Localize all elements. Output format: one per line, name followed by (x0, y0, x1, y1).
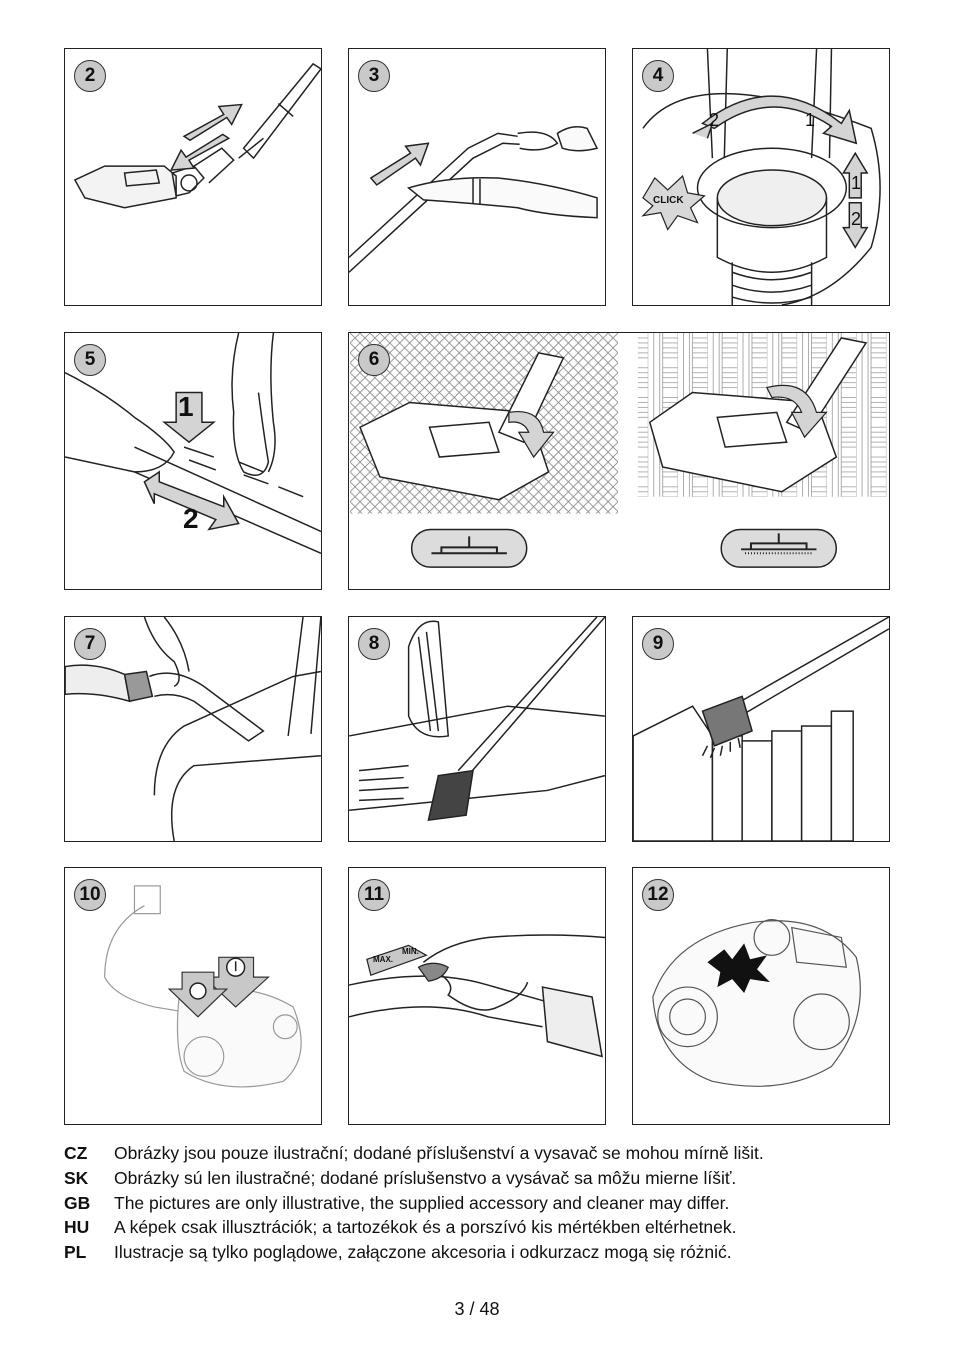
step-2-label: 2 (183, 503, 199, 534)
illustration-panel-5: 5 1 2 (64, 332, 322, 590)
suction-regulator-illustration (349, 934, 605, 1058)
illustration-panel-10: 10 (64, 867, 322, 1125)
step-badge: 8 (358, 628, 390, 660)
step-badge: 5 (74, 344, 106, 376)
caption-gb: GB The pictures are only illustrative, th… (64, 1191, 729, 1215)
illustration-panel-3: 3 (348, 48, 606, 306)
step-badge: 4 (642, 60, 674, 92)
step-badge: 2 (74, 60, 106, 92)
illustration-panel-4: 4 2 1 1 2 CLICK (632, 48, 890, 306)
floor-nozzle-attach-illustration (73, 62, 321, 209)
telescopic-tube-illustration (349, 126, 599, 273)
language-code: GB (64, 1193, 91, 1213)
min-label: MIN. (402, 947, 419, 956)
caption-text: The pictures are only illustrative, the … (114, 1193, 730, 1213)
step-1-label: 1 (178, 391, 194, 422)
caption-text: Obrázky jsou pouze ilustrační; dodané př… (114, 1143, 764, 1163)
caption-hu: HU A képek csak illusztrációk; a tartozék… (64, 1215, 737, 1239)
caption-sk: SK Obrázky sú len ilustračné; dodané prís… (64, 1166, 736, 1190)
language-code: CZ (64, 1143, 88, 1163)
max-label: MAX. (373, 955, 393, 964)
step-badge: 6 (358, 344, 390, 376)
illustration-panel-11: 11 MAX. MIN. (348, 867, 606, 1125)
illustration-panel-12: 12 (632, 867, 890, 1125)
click-label: CLICK (653, 195, 684, 206)
plug-power-on-illustration (104, 885, 302, 1088)
illustration-panel-7: 7 (64, 616, 322, 842)
page-number: 3 / 48 (454, 1299, 500, 1319)
dusting-brush-books-illustration (633, 617, 889, 841)
caption-text: A képek csak illusztrációk; a tartozékok… (114, 1217, 737, 1237)
push-step-2: 2 (851, 209, 862, 229)
step-badge: 9 (642, 628, 674, 660)
illustration-panel-2: 2 (64, 48, 322, 306)
vacuum-cleaner-illustration (652, 919, 861, 1087)
language-code: SK (64, 1168, 89, 1188)
caption-text: Ilustracje są tylko poglądowe, załączone… (114, 1242, 732, 1262)
rotate-step-2: 2 (709, 110, 720, 130)
illustration-panel-8: 8 (348, 616, 606, 842)
step-badge: 12 (642, 879, 674, 911)
upholstery-nozzle-illustration (349, 617, 605, 822)
rotate-step-1: 1 (805, 110, 816, 130)
caption-cz: CZ Obrázky jsou pouze ilustrační; dodané … (64, 1141, 764, 1165)
push-step-1: 1 (851, 173, 862, 193)
step-badge: 7 (74, 628, 106, 660)
step-badge: 10 (74, 879, 106, 911)
language-code: HU (64, 1217, 90, 1237)
crevice-tool-sofa-illustration (65, 617, 321, 841)
caption-pl: PL Ilustracje są tylko poglądowe, załączo… (64, 1240, 732, 1264)
caption-text: Obrázky sú len ilustračné; dodané príslu… (114, 1168, 737, 1188)
floor-nozzle-modes-illustration (350, 333, 888, 568)
tube-length-adjust-illustration (65, 333, 321, 554)
step-badge: 3 (358, 60, 390, 92)
step-badge: 11 (358, 879, 390, 911)
illustration-panel-6: 6 (348, 332, 890, 590)
language-code: PL (64, 1242, 87, 1262)
hose-rotate-click-illustration (641, 49, 881, 305)
illustration-panel-9: 9 (632, 616, 890, 842)
